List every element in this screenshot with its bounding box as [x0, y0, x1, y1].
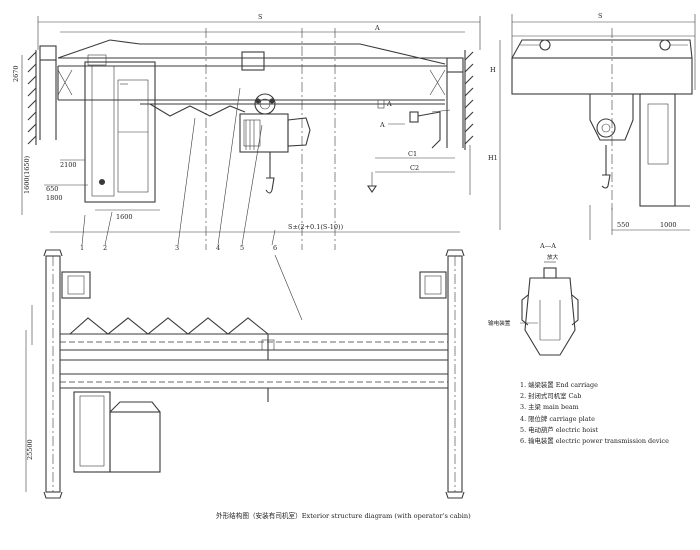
dim-c1: C1 — [408, 150, 417, 158]
legend-item: 3. 主梁 main beam — [520, 403, 579, 412]
marker-4: 4 — [216, 244, 220, 252]
figure-caption: 外形结构图（安装有司机室）Exterior structure diagram … — [216, 512, 471, 520]
side-elevation: S H H1 550 1000 — [488, 12, 696, 240]
marker-6: 6 — [273, 244, 277, 252]
dim-2100: 2100 — [60, 161, 77, 169]
side-label-right-h: H — [490, 66, 496, 74]
legend-item: 6. 输电装置 electric power transmission devi… — [520, 437, 669, 446]
dim-span-formula: S±(2+0.1(S-10)) — [288, 223, 344, 231]
legend-item: 1. 端梁装置 End carriage — [520, 381, 598, 389]
side-label-left-mid: 1600(1650) — [23, 155, 31, 194]
section-arrow-a2: A — [386, 100, 392, 108]
dim-650: 650 — [46, 185, 58, 193]
dim-25500: 25500 — [26, 439, 34, 460]
front-elevation: S A — [12, 13, 481, 250]
marker-2: 2 — [103, 244, 107, 252]
section-title: A—A — [540, 242, 556, 250]
part-markers: 1 2 3 4 5 6 — [80, 244, 277, 252]
side-label-left-top: 2670 — [12, 65, 20, 82]
dim-top-span: S — [258, 13, 262, 21]
dim-1000: 1000 — [660, 221, 677, 229]
marker-5: 5 — [240, 244, 244, 252]
legend-item: 5. 电动葫芦 electric hoist — [520, 425, 599, 434]
side-label-right-hs: H1 — [488, 154, 498, 162]
dim-550: 550 — [617, 221, 629, 229]
marker-3: 3 — [175, 244, 179, 252]
section-subtitle: 放大 — [547, 255, 559, 261]
legend-item: 2. 封闭式司机室 Cab — [520, 392, 582, 401]
section-aa — [520, 261, 579, 356]
plan-view: 25500 — [25, 249, 465, 499]
section-arrow-a: A — [379, 121, 385, 129]
dim-1800-short: 1800 — [46, 194, 63, 202]
dim-side-s: S — [598, 12, 602, 20]
dim-top-overall: A — [374, 24, 380, 32]
legend-item: 4. 限位牌 carriage plate — [520, 414, 595, 423]
dim-1600: 1600 — [116, 213, 133, 221]
dim-c2: C2 — [410, 164, 419, 172]
section-note: 输电装置 — [488, 321, 511, 327]
parts-legend: 1. 端梁装置 End carriage 2. 封闭式司机室 Cab 3. 主梁… — [520, 380, 696, 447]
marker-1: 1 — [80, 244, 84, 252]
